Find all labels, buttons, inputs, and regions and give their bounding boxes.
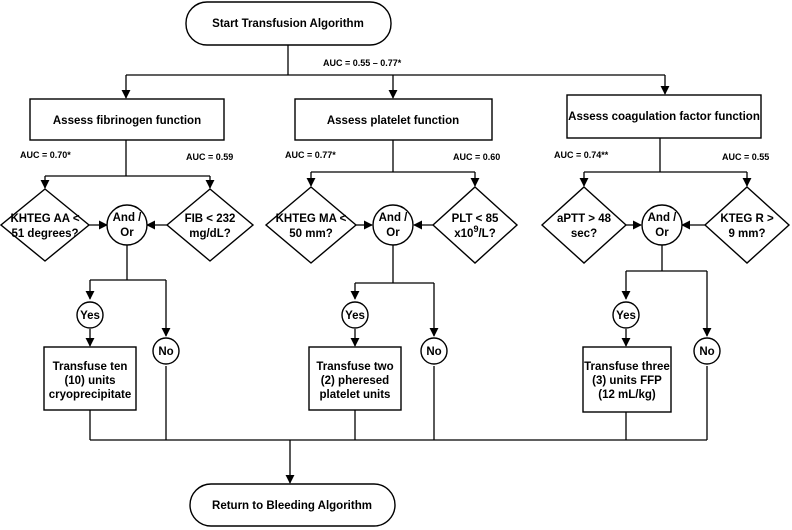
platelet-yes-node bbox=[341, 301, 369, 329]
fibrinogen-right-test-diamond bbox=[165, 188, 255, 262]
coagulation-assess-title: Assess coagulation factor function bbox=[568, 111, 760, 123]
platelet-right-test-line2: x109/L? bbox=[454, 224, 495, 240]
coagulation-no-node bbox=[693, 337, 721, 365]
coagulation-right-test-line1: KTEG R > bbox=[720, 213, 774, 225]
coagulation-yes-label: Yes bbox=[616, 310, 636, 322]
platelet-left-test-line1: KHTEG MA < bbox=[276, 213, 347, 225]
platelet-right-test-unit-prefix: x10 bbox=[454, 228, 473, 240]
fibrinogen-no-node bbox=[152, 337, 180, 365]
coagulation-and-or-line2: Or bbox=[655, 227, 669, 239]
fibrinogen-left-test-line1: KHTEG AA < bbox=[10, 213, 79, 225]
coagulation-no-label: No bbox=[699, 346, 714, 358]
fibrinogen-right-test-line2: mg/dL? bbox=[189, 228, 231, 240]
coagulation-action-box bbox=[582, 346, 672, 413]
column-platelet: Assess platelet function AUC = 0.77* AUC… bbox=[264, 98, 519, 411]
platelet-right-test-unit-suffix: /L? bbox=[478, 228, 495, 240]
coagulation-left-test-line2: sec? bbox=[571, 228, 597, 240]
platelet-auc-right: AUC = 0.60 bbox=[453, 152, 500, 162]
start-label: Start Transfusion Algorithm bbox=[212, 18, 364, 30]
platelet-no-node bbox=[420, 337, 448, 365]
fibrinogen-and-or-line2: Or bbox=[120, 227, 134, 239]
fibrinogen-action-line3: cryoprecipitate bbox=[49, 389, 131, 401]
coagulation-left-test-line1: aPTT > 48 bbox=[557, 213, 612, 225]
fibrinogen-assess-title: Assess fibrinogen function bbox=[53, 115, 201, 127]
fibrinogen-and-or-node bbox=[106, 204, 148, 246]
platelet-and-or-line2: Or bbox=[386, 227, 400, 239]
connector-lines bbox=[40, 45, 752, 484]
fibrinogen-right-test-line1: FIB < 232 bbox=[185, 213, 236, 225]
platelet-yes-label: Yes bbox=[345, 310, 365, 322]
coagulation-auc-right: AUC = 0.55 bbox=[722, 152, 769, 162]
platelet-auc-left: AUC = 0.77* bbox=[285, 150, 336, 160]
fibrinogen-action-line1: Transfuse ten bbox=[53, 361, 128, 373]
platelet-right-test-diamond bbox=[431, 186, 519, 264]
coagulation-auc-left: AUC = 0.74** bbox=[554, 150, 609, 160]
coagulation-action-line1: Transfuse three bbox=[584, 361, 670, 373]
fibrinogen-left-test-line2: 51 degrees? bbox=[11, 228, 78, 240]
platelet-action-box bbox=[308, 346, 402, 411]
platelet-and-or-node bbox=[372, 204, 414, 246]
platelet-no-label: No bbox=[426, 346, 441, 358]
coagulation-action-line3: (12 mL/kg) bbox=[598, 389, 656, 401]
fibrinogen-no-label: No bbox=[158, 346, 173, 358]
fibrinogen-action-line2: (10) units bbox=[64, 375, 115, 387]
platelet-right-test-exponent: 9 bbox=[473, 224, 478, 234]
fibrinogen-auc-right: AUC = 0.59 bbox=[186, 152, 233, 162]
end-label: Return to Bleeding Algorithm bbox=[212, 500, 372, 512]
start-terminal: Start Transfusion Algorithm bbox=[185, 1, 392, 46]
fibrinogen-auc-left: AUC = 0.70* bbox=[20, 150, 71, 160]
top-auc-label: AUC = 0.55 – 0.77* bbox=[323, 58, 402, 68]
column-fibrinogen: Assess fibrinogen function AUC = 0.70* A… bbox=[0, 98, 255, 411]
platelet-action-line1: Transfuse two bbox=[316, 361, 393, 373]
column-coagulation: Assess coagulation factor function AUC =… bbox=[540, 94, 791, 413]
platelet-left-test-diamond bbox=[264, 186, 358, 264]
coagulation-and-or-node bbox=[641, 204, 683, 246]
platelet-right-test-line1: PLT < 85 bbox=[452, 213, 499, 225]
coagulation-left-test-diamond bbox=[540, 186, 628, 264]
platelet-and-or-line1: And / bbox=[379, 212, 409, 224]
coagulation-action-line2: (3) units FFP bbox=[592, 375, 662, 387]
end-terminal: Return to Bleeding Algorithm bbox=[189, 483, 396, 527]
platelet-assess-title: Assess platelet function bbox=[327, 115, 459, 127]
coagulation-right-test-line2: 9 mm? bbox=[728, 228, 765, 240]
coagulation-yes-node bbox=[612, 301, 640, 329]
coagulation-and-or-line1: And / bbox=[648, 212, 678, 224]
platelet-action-line2: (2) pheresed bbox=[321, 375, 389, 387]
fibrinogen-yes-node bbox=[76, 301, 104, 329]
fibrinogen-yes-label: Yes bbox=[80, 310, 100, 322]
coagulation-right-test-diamond bbox=[703, 186, 791, 264]
platelet-left-test-line2: 50 mm? bbox=[289, 228, 332, 240]
platelet-action-line3: platelet units bbox=[320, 389, 391, 401]
fibrinogen-and-or-line1: And / bbox=[113, 212, 143, 224]
fibrinogen-action-box bbox=[43, 346, 137, 411]
fibrinogen-left-test-diamond bbox=[0, 188, 91, 262]
